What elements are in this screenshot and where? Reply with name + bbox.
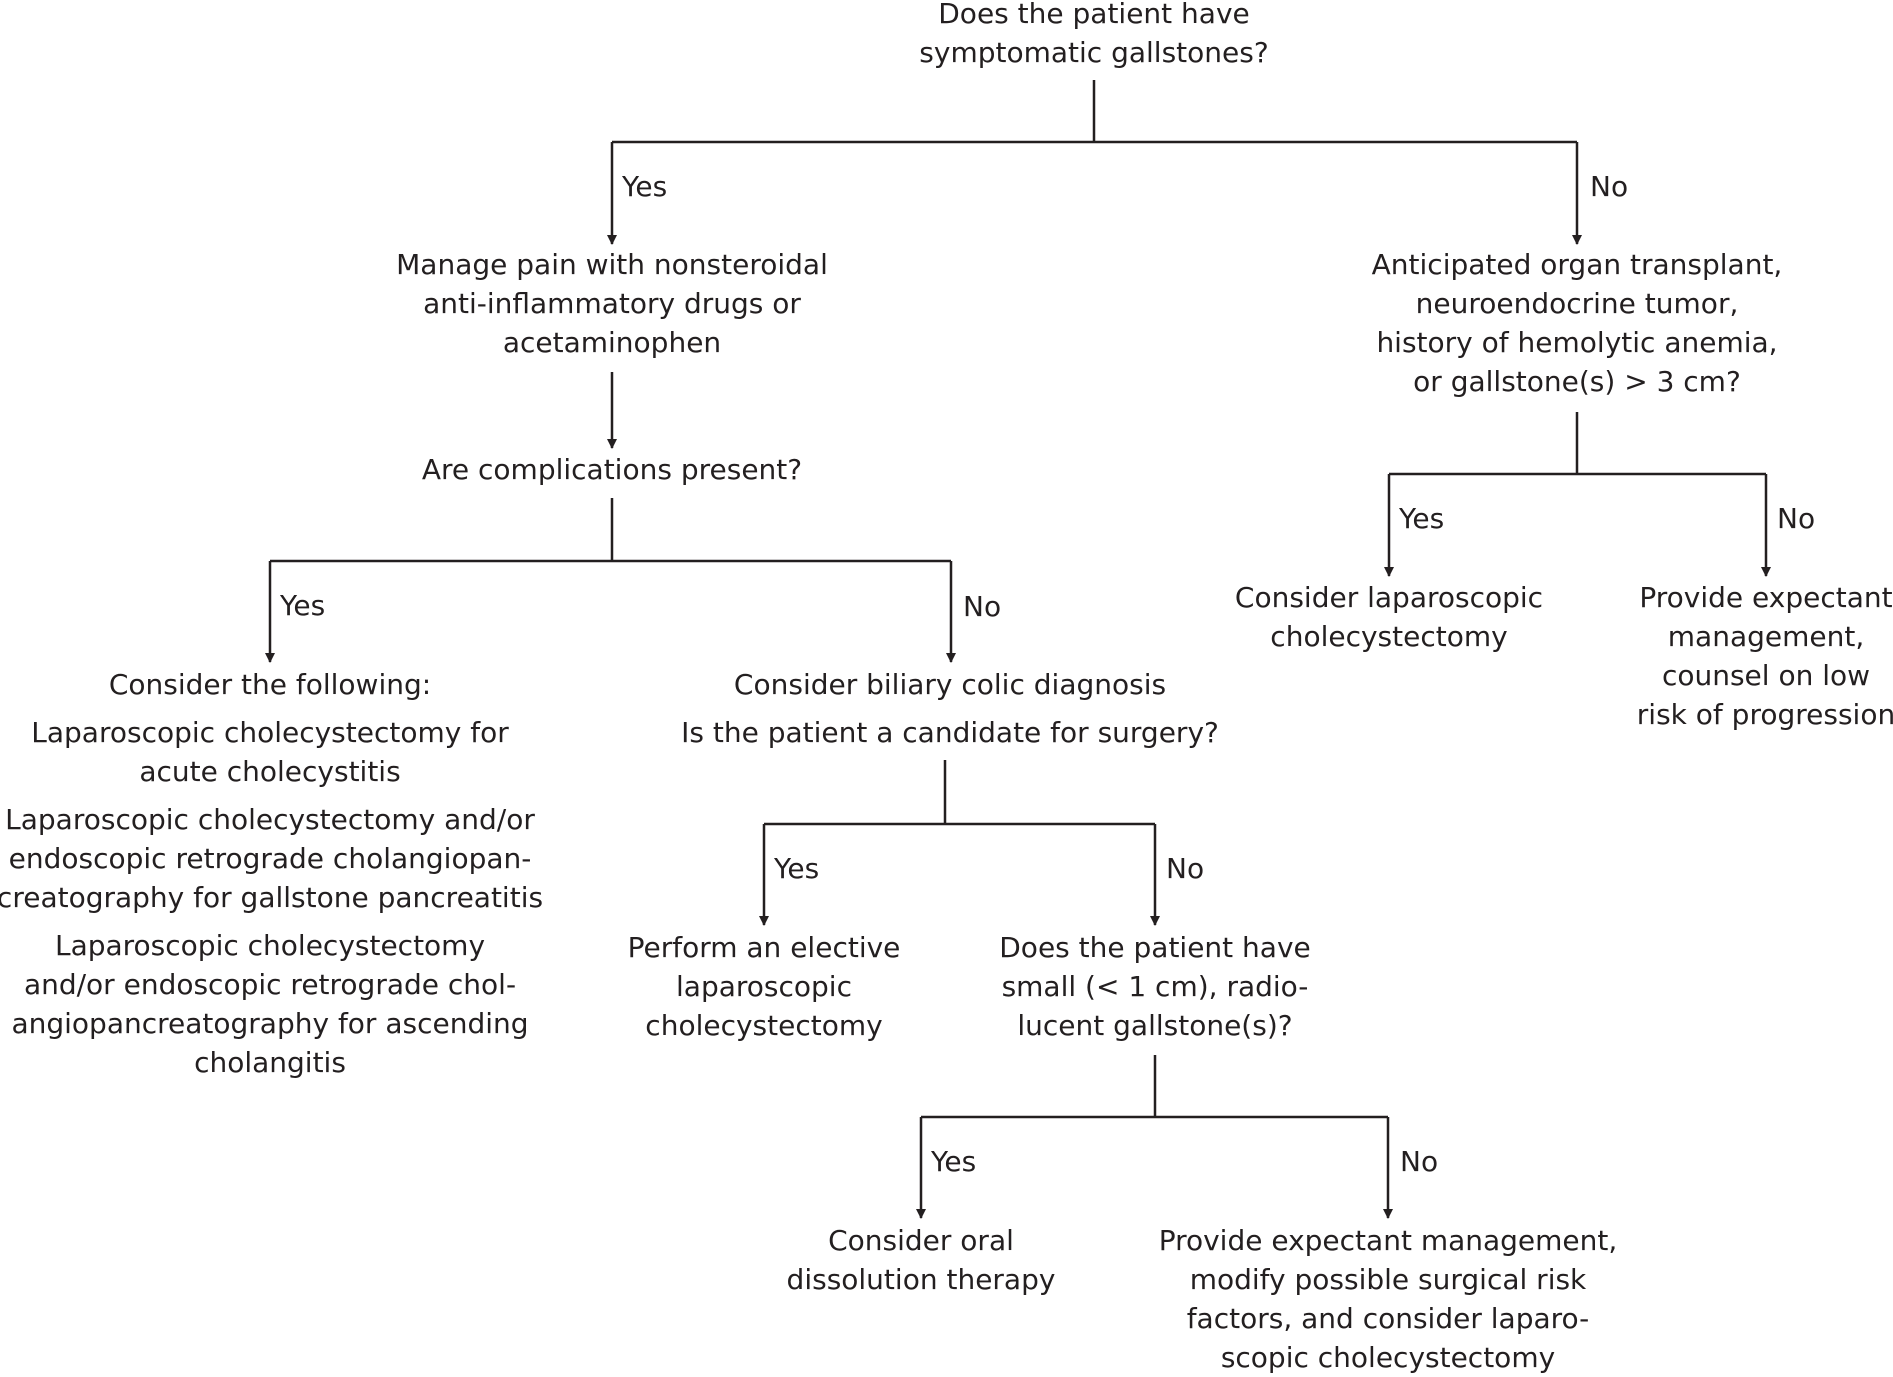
node-line: small (< 1 cm), radio- bbox=[1001, 970, 1309, 1003]
label-complications-yes: Yes bbox=[280, 589, 326, 622]
node-line: angiopancreatography for ascending bbox=[11, 1007, 529, 1040]
connector-transplant-split bbox=[1389, 412, 1766, 476]
node-line: risk of progression bbox=[1636, 698, 1893, 731]
node-symptomatic-gallstones: Does the patient have symptomatic gallst… bbox=[844, 0, 1344, 72]
node-line: creatography for gallstone pancreatitis bbox=[0, 881, 544, 914]
connector-complications-split bbox=[270, 498, 951, 563]
node-line: cholecystectomy bbox=[1270, 620, 1508, 653]
label-small-yes: Yes bbox=[931, 1145, 977, 1178]
node-line: factors, and consider laparo- bbox=[1186, 1302, 1590, 1335]
connector-root-split bbox=[612, 80, 1577, 144]
option-acute-cholecystitis: Laparoscopic cholecystectomy for acute c… bbox=[0, 713, 550, 791]
option-ascending-cholangitis: Laparoscopic cholecystectomy and/or endo… bbox=[0, 926, 550, 1082]
label-root-no: No bbox=[1590, 170, 1629, 203]
node-line: Anticipated organ transplant, bbox=[1371, 248, 1783, 281]
node-line: Provide expectant management, bbox=[1158, 1224, 1618, 1257]
node-line: anti-inflammatory drugs or bbox=[423, 287, 801, 320]
label-complications-no: No bbox=[963, 590, 1002, 623]
node-line: Does the patient have bbox=[938, 0, 1250, 30]
node-line: and/or endoscopic retrograde chol- bbox=[23, 968, 517, 1001]
node-line: dissolution therapy bbox=[786, 1263, 1056, 1296]
node-heading: Consider the following: bbox=[108, 668, 432, 701]
node-line: Perform an elective bbox=[627, 931, 901, 964]
node-line: laparoscopic bbox=[676, 970, 852, 1003]
node-line: or gallstone(s) > 3 cm? bbox=[1413, 365, 1741, 398]
node-line: Consider biliary colic diagnosis bbox=[733, 668, 1167, 701]
node-expectant-counsel: Provide expectant management, counsel on… bbox=[1626, 578, 1893, 734]
node-line: Laparoscopic cholecystectomy for bbox=[31, 716, 509, 749]
node-line: Laparoscopic cholecystectomy bbox=[54, 929, 486, 962]
label-root-yes: Yes bbox=[622, 170, 668, 203]
node-line: management, bbox=[1667, 620, 1865, 653]
node-line: cholecystectomy bbox=[645, 1009, 883, 1042]
node-line: counsel on low bbox=[1661, 659, 1871, 692]
label-small-no: No bbox=[1400, 1145, 1439, 1178]
node-line: acetaminophen bbox=[502, 326, 722, 359]
node-biliary-colic: Consider biliary colic diagnosis Is the … bbox=[660, 665, 1240, 752]
node-oral-dissolution: Consider oral dissolution therapy bbox=[761, 1221, 1081, 1299]
node-elective-surgery: Perform an elective laparoscopic cholecy… bbox=[594, 928, 934, 1045]
node-consider-laparoscopic: Consider laparoscopic cholecystectomy bbox=[1209, 578, 1569, 656]
node-line: Consider laparoscopic bbox=[1234, 581, 1544, 614]
node-line: neuroendocrine tumor, bbox=[1415, 287, 1739, 320]
option-gallstone-pancreatitis: Laparoscopic cholecystectomy and/or endo… bbox=[0, 800, 550, 917]
node-complications-present: Are complications present? bbox=[362, 450, 862, 489]
node-line: modify possible surgical risk bbox=[1189, 1263, 1587, 1296]
label-transplant-no: No bbox=[1777, 502, 1816, 535]
node-line: lucent gallstone(s)? bbox=[1017, 1009, 1293, 1042]
label-surgery-yes: Yes bbox=[774, 852, 820, 885]
node-manage-pain: Manage pain with nonsteroidal anti-infla… bbox=[362, 245, 862, 362]
node-line: Laparoscopic cholecystectomy and/or bbox=[5, 803, 535, 836]
node-line: acute cholecystitis bbox=[139, 755, 401, 788]
node-line: Is the patient a candidate for surgery? bbox=[681, 716, 1219, 749]
label-surgery-no: No bbox=[1166, 852, 1205, 885]
node-line: Does the patient have bbox=[999, 931, 1311, 964]
node-transplant-question: Anticipated organ transplant, neuroendoc… bbox=[1347, 245, 1807, 401]
node-line: scopic cholecystectomy bbox=[1220, 1341, 1556, 1374]
connector-surgery-split bbox=[764, 760, 1155, 826]
node-consider-following: Consider the following: Laparoscopic cho… bbox=[0, 665, 550, 1082]
node-line: Manage pain with nonsteroidal bbox=[396, 248, 828, 281]
node-line: endoscopic retrograde cholangiopan- bbox=[8, 842, 532, 875]
node-line: Are complications present? bbox=[421, 453, 803, 486]
node-line: Consider oral bbox=[828, 1224, 1014, 1257]
node-line: symptomatic gallstones? bbox=[919, 36, 1269, 69]
node-small-radiolucent: Does the patient have small (< 1 cm), ra… bbox=[975, 928, 1335, 1045]
connector-small-split bbox=[921, 1055, 1388, 1119]
node-line: cholangitis bbox=[194, 1046, 346, 1079]
node-expectant-modify: Provide expectant management, modify pos… bbox=[1138, 1221, 1638, 1377]
node-line: Provide expectant bbox=[1639, 581, 1893, 614]
label-transplant-yes: Yes bbox=[1399, 502, 1445, 535]
node-line: history of hemolytic anemia, bbox=[1376, 326, 1778, 359]
